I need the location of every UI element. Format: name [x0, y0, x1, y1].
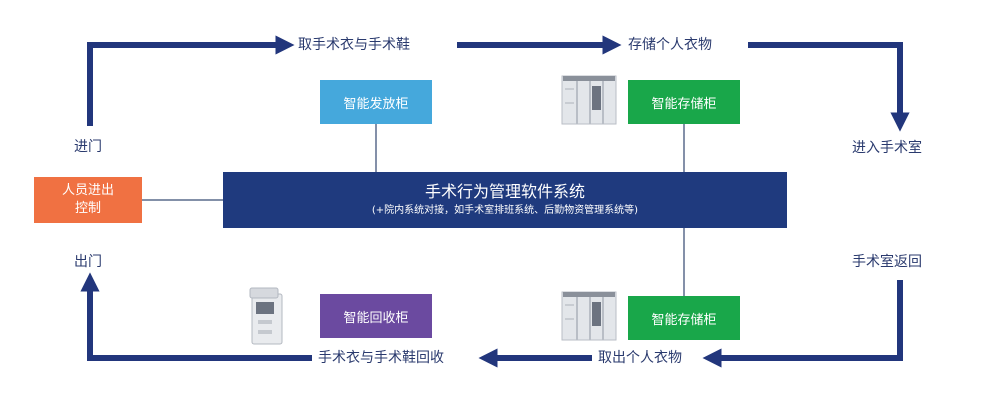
label-return-from-room: 手术室返回	[852, 254, 922, 270]
label-enter-operating-room: 进入手术室	[852, 140, 922, 156]
storage-cabinet-icon	[561, 75, 617, 125]
label-take-personal-items: 取出个人衣物	[598, 350, 682, 366]
storage-cabinet-icon	[561, 291, 617, 341]
central-system-title: 手术行为管理软件系统	[424, 182, 585, 201]
flow-arrow-return-to-take-personal	[702, 280, 903, 368]
flow-arrow-store-to-room	[748, 42, 910, 132]
label-store-personal-items: 存储个人衣物	[628, 37, 712, 53]
storage-cabinet-bottom-label: 智能存储柜	[651, 312, 717, 328]
recycle-cabinet-label: 智能回收柜	[343, 310, 409, 326]
central-management-system: 手术行为管理软件系统 (+院内系统对接，如手术室排班系统、后勤物资管理系统等)	[223, 172, 787, 228]
access-control-line-2: 控制	[74, 201, 101, 216]
smart-storage-cabinet-bottom: 智能存储柜	[628, 296, 740, 340]
access-control-line-1: 人员进出	[61, 183, 114, 198]
flow-arrow-enter-to-take	[87, 35, 295, 126]
smart-dispense-cabinet: 智能发放柜	[320, 80, 432, 124]
label-recycle-gown-shoes: 手术衣与手术鞋回收	[318, 350, 444, 366]
access-control-box: 人员进出 控制	[34, 177, 142, 223]
central-system-subtitle: (+院内系统对接，如手术室排班系统、后勤物资管理系统等)	[371, 205, 639, 216]
label-exit-door: 出门	[74, 254, 102, 270]
dispense-cabinet-label: 智能发放柜	[343, 96, 409, 112]
label-take-gown-shoes: 取手术衣与手术鞋	[298, 37, 410, 53]
smart-recycle-cabinet: 智能回收柜	[320, 294, 432, 338]
smart-storage-cabinet-top: 智能存储柜	[628, 80, 740, 124]
flow-arrow-recycle-to-exit	[80, 272, 312, 361]
recycle-machine-icon	[249, 287, 283, 345]
label-enter-door: 进门	[74, 139, 102, 155]
storage-cabinet-top-label: 智能存储柜	[651, 96, 717, 112]
